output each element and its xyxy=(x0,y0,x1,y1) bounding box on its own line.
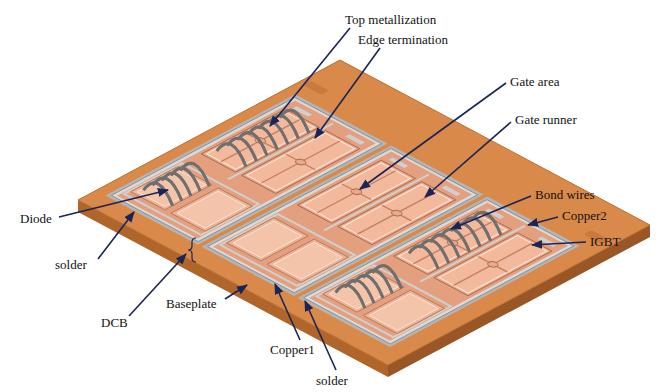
leader-line xyxy=(425,122,511,197)
leader-line xyxy=(225,285,247,299)
baseplate-top xyxy=(78,60,650,365)
leader-line xyxy=(315,48,380,138)
bond-wires xyxy=(333,211,514,308)
part-label: Edge termination xyxy=(358,32,448,47)
leader-line xyxy=(360,83,506,189)
leader-line xyxy=(305,301,336,370)
part-label: DCB xyxy=(101,315,128,330)
part-label: Gate area xyxy=(510,74,559,89)
part-label: IGBT xyxy=(590,234,620,249)
leader-line xyxy=(98,212,134,259)
leader-line xyxy=(532,242,586,245)
layer-bracket xyxy=(188,238,196,262)
module-top xyxy=(78,60,650,365)
bond-wires xyxy=(141,109,322,206)
mounting-slot xyxy=(303,81,329,95)
part-label: Copper2 xyxy=(562,208,607,223)
dcb-substrate xyxy=(298,197,580,348)
part-label: Bond wires xyxy=(535,187,595,202)
part-label: solder xyxy=(316,373,348,388)
leader-line xyxy=(528,217,558,225)
leader-line xyxy=(270,28,350,126)
leader-lines xyxy=(59,28,586,370)
part-label: solder xyxy=(55,257,87,272)
leader-line xyxy=(275,284,300,340)
part-label: Gate runner xyxy=(515,112,577,127)
leader-line xyxy=(451,196,531,229)
part-label: Diode xyxy=(20,211,52,226)
part-label: Baseplate xyxy=(166,296,217,311)
part-label: Copper1 xyxy=(270,342,315,357)
part-label: Top metallization xyxy=(345,12,436,27)
leader-line xyxy=(59,190,168,217)
